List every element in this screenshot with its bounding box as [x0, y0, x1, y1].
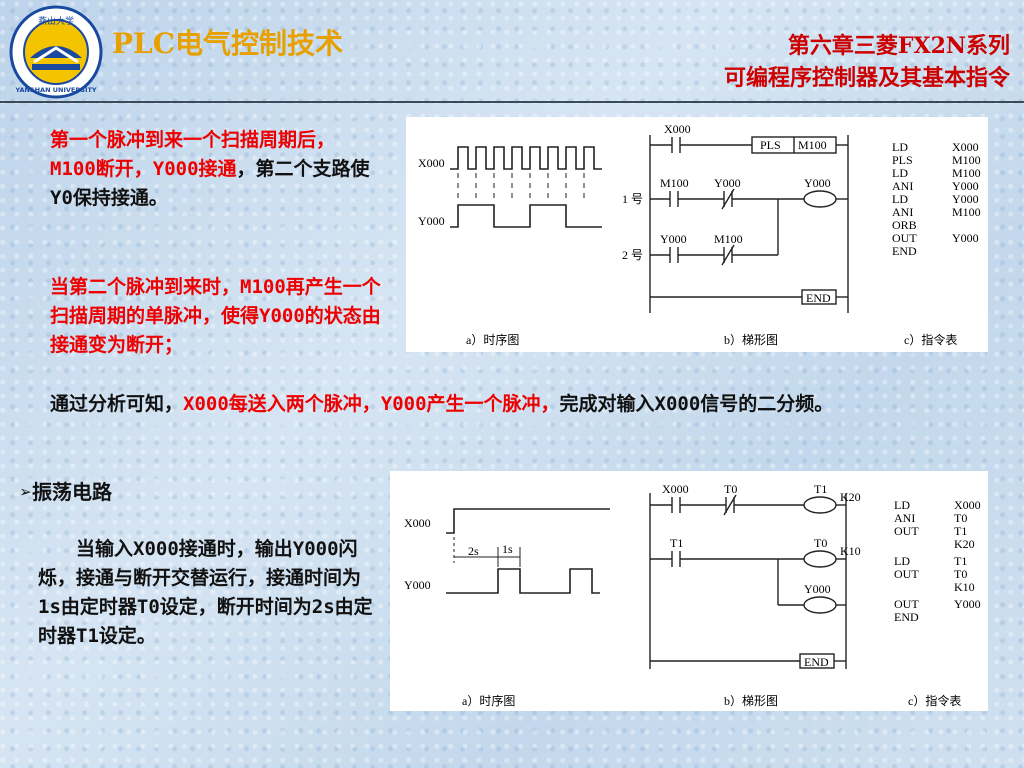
f1-r3-arg: Y000: [952, 179, 979, 193]
p3-red-text: X000每送入两个脉冲，Y000产生一个脉冲，: [183, 393, 560, 415]
f2-caption-c: c）指令表: [908, 693, 961, 708]
header-divider: [0, 101, 1024, 103]
f1-r2-arg: M100: [952, 166, 981, 180]
f1-branch2-label: 2 号: [622, 248, 643, 262]
page-title: PLC电气控制技术: [112, 27, 344, 60]
f2-r3-arg: K20: [954, 537, 975, 551]
f2-end: END: [804, 655, 829, 669]
f2-r1-arg: T0: [954, 511, 967, 525]
f2-r5-arg: T0: [954, 567, 967, 581]
ladder-diagram-2: [649, 493, 847, 669]
f1-rung1-contact: X000: [664, 122, 691, 136]
paragraph-3: 通过分析可知，X000每送入两个脉冲，Y000产生一个脉冲，完成对输入X000信…: [50, 390, 1010, 419]
f1-b2-c2: M100: [714, 232, 743, 246]
f1-r1-op: PLS: [892, 153, 913, 167]
f1-r0-op: LD: [892, 140, 908, 154]
bullet-arrow-icon: ➢: [20, 480, 33, 504]
f1-b1-c2: Y000: [714, 176, 741, 190]
university-logo: 燕山大学 YANSHAN UNIVERSITY: [8, 4, 104, 100]
instruction-table-1: LD X000 PLS M100 LD M100 ANI Y000 LD Y000 ANI…: [892, 140, 981, 258]
logo-ring-text: YANSHAN UNIVERSITY: [14, 86, 97, 94]
f1-pls-op: M100: [798, 138, 827, 152]
f1-r8-op: END: [892, 244, 917, 258]
f1-r7-arg: Y000: [952, 231, 979, 245]
f2-r2-coil: T0: [814, 536, 827, 550]
f1-r1-arg: M100: [952, 153, 981, 167]
f2-r1-op: ANI: [894, 511, 915, 525]
f2-sig1-label: X000: [404, 516, 431, 530]
f2-r2-k: K10: [840, 544, 861, 558]
logo-top-text: 燕山大学: [38, 15, 74, 27]
f2-r4-op: LD: [894, 554, 910, 568]
f2-r8-op: END: [894, 610, 919, 624]
f1-r0-arg: X000: [952, 140, 979, 154]
f1-pls: PLS: [760, 138, 781, 152]
f2-t1-label: 2s: [468, 544, 479, 558]
section-heading-oscillator: ➢振荡电路: [20, 476, 112, 505]
f2-r1-k: K20: [840, 490, 861, 504]
f2-r4-arg: T1: [954, 554, 967, 568]
f2-r2-coil2: Y000: [804, 582, 831, 596]
f1-r7-op: OUT: [892, 231, 917, 245]
p3-black-b: 完成对输入X000信号的二分频。: [559, 393, 834, 415]
p1-black-text: ，第二个支路使Y0保持接通。: [50, 158, 370, 209]
f1-end: END: [806, 291, 831, 305]
f2-r1-coil: T1: [814, 482, 827, 496]
f1-r3-op: ANI: [892, 179, 913, 193]
f2-r1-c2: T0: [724, 482, 737, 496]
instruction-table-2: LD X000 ANI T0 OUT T1 K20 LD T1 OUT T0 K10 OU…: [894, 498, 981, 624]
f1-b1-c1: M100: [660, 176, 689, 190]
f2-r0-arg: X000: [954, 498, 981, 512]
f2-r7-op: OUT: [894, 597, 919, 611]
figure-2: X000 Y000 2s 1s a）时序图 X000 T0 T1 K20 T1 …: [390, 471, 988, 711]
f1-r4-arg: Y000: [952, 192, 979, 206]
f2-r2-c1: T1: [670, 536, 683, 550]
p3-black-a: 通过分析可知，: [50, 393, 184, 415]
f2-r1-c1: X000: [662, 482, 689, 496]
f1-sig2-label: Y000: [418, 214, 445, 228]
f2-sig2-label: Y000: [404, 578, 431, 592]
f1-r4-op: LD: [892, 192, 908, 206]
f1-r5-arg: M100: [952, 205, 981, 219]
f2-r2-arg: T1: [954, 524, 967, 538]
f1-r5-op: ANI: [892, 205, 913, 219]
timing-diagram-1: [450, 146, 602, 228]
paragraph-2: 当第二个脉冲到来时，M100再产生一个扫描周期的单脉冲，使得Y000的状态由接通…: [50, 276, 381, 356]
f1-r6-op: ORB: [892, 218, 917, 232]
paragraph-1: 第一个脉冲到来一个扫描周期后，M100断开，Y000接通，第二个支路使Y0保持接…: [50, 126, 370, 213]
f2-t2-label: 1s: [502, 542, 513, 556]
f2-caption-b: b）梯形图: [724, 694, 778, 708]
f1-sig1-label: X000: [418, 156, 445, 170]
f1-branch1-label: 1 号: [622, 192, 643, 206]
chapter-title: 第六章三菱FX2N系列 可编程序控制器及其基本指令: [724, 30, 1010, 94]
timing-diagram-2: [446, 508, 610, 594]
f2-r0-op: LD: [894, 498, 910, 512]
f2-r6-arg: K10: [954, 580, 975, 594]
f2-r7-arg: Y000: [954, 597, 981, 611]
f1-b2-c1: Y000: [660, 232, 687, 246]
f1-caption-b: b）梯形图: [724, 333, 778, 347]
section-heading-text: 振荡电路: [32, 480, 113, 504]
f1-caption-c: c）指令表: [904, 332, 957, 347]
ladder-diagram-1: [649, 135, 849, 313]
chapter-line-1: 第六章三菱FX2N系列: [787, 33, 1010, 59]
f2-caption-a: a）时序图: [462, 693, 515, 708]
f2-r2-op: OUT: [894, 524, 919, 538]
f1-coil: Y000: [804, 176, 831, 190]
figure-1: X000 Y000 a）时序图 X000 PLS M100: [406, 117, 988, 352]
p1-red-text: 第一个脉冲到来一个扫描周期后，M100断开，Y000接通: [50, 129, 336, 180]
chapter-line-2: 可编程序控制器及其基本指令: [723, 65, 1010, 91]
f1-r2-op: LD: [892, 166, 908, 180]
f2-r5-op: OUT: [894, 567, 919, 581]
f1-caption-a: a）时序图: [466, 332, 519, 347]
paragraph-4: 当输入X000接通时，输出Y000闪烁，接通与断开交替运行，接通时间为1s由定时…: [38, 538, 373, 647]
